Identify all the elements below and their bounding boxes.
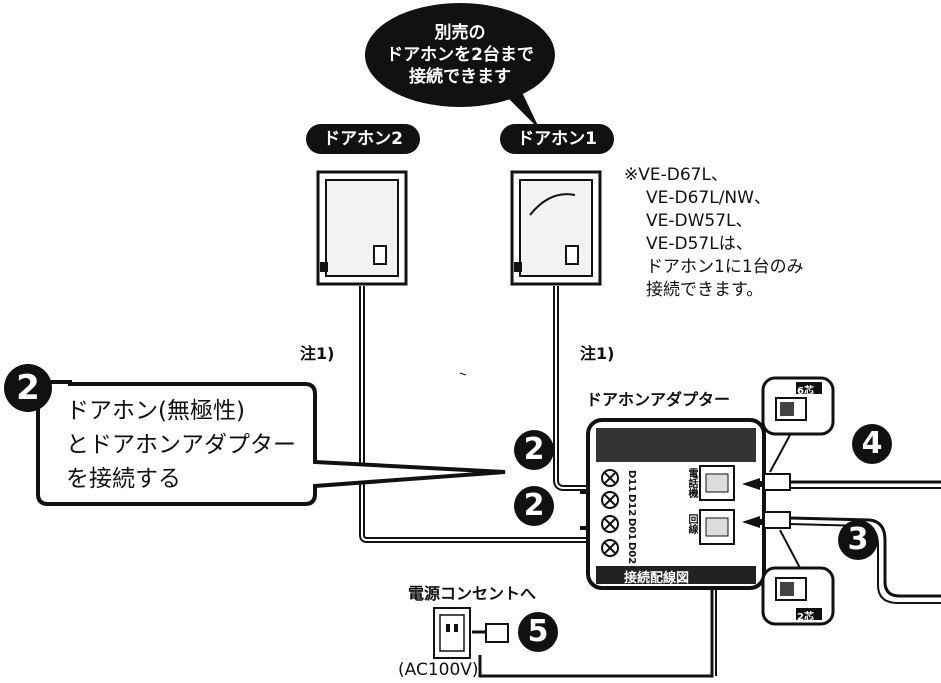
marker-2-lower: 2 [514, 486, 554, 526]
wire-note-left: 注1) [300, 344, 335, 363]
step2-number: 2 [4, 364, 52, 412]
doorphone-2-label: ドアホン2 [306, 124, 420, 154]
terminal-d02: D02 [626, 542, 637, 565]
note-line-3: VE-DW57L、 [646, 211, 753, 231]
doorphone-1-unit [510, 170, 602, 286]
step2-line-3: を接続する [66, 466, 181, 492]
wall-outlet [433, 607, 509, 659]
speech-bubble [365, 3, 555, 107]
plug-tag-6: 6芯 [797, 386, 814, 397]
marker-4: 4 [852, 424, 892, 464]
marker-5: 5 [518, 612, 558, 652]
note-line-1: ※VE-D67L、 [624, 165, 728, 185]
adapter-label: ドアホンアダプター [586, 390, 731, 409]
note-line-4: VE-D57Lは、 [646, 234, 753, 254]
plug-tag-2: 2芯 [797, 612, 814, 623]
doorphone-1-label: ドアホン1 [500, 124, 614, 154]
compatibility-note: ※VE-D67L、 VE-D67L/NW、 VE-DW57L、 VE-D57Lは… [624, 164, 804, 302]
speech-bubble-tail [505, 88, 540, 130]
bubble-line-1: 別売の [434, 23, 486, 43]
bubble-text: 別売の ドアホンを2台まで 接続できます [370, 22, 550, 88]
jack-label-phone: 電話機 [686, 468, 697, 498]
jack-label-line: 回線 [686, 514, 697, 534]
wire-note-right: 注1) [580, 344, 615, 363]
outlet-heading: 電源コンセントへ [408, 584, 537, 603]
step2-line-2: とドアホンアダプター [66, 432, 296, 458]
plug-detail-2 [761, 529, 835, 626]
marker-2-upper: 2 [514, 430, 554, 470]
note-line-5: ドアホン1に1台のみ [646, 257, 804, 277]
adapter-body [478, 418, 766, 678]
note-line-2: VE-D67L/NW、 [646, 188, 771, 208]
step2-instruction: ドアホン(無極性) とドアホンアダプター を接続する [66, 394, 296, 496]
step2-line-1: ドアホン(無極性) [66, 398, 245, 424]
terminal-d01: D01 [626, 518, 637, 541]
terminal-d12: D12 [626, 494, 637, 517]
outlet-voltage: (AC100V) [398, 660, 479, 680]
bubble-line-3: 接続できます [409, 67, 511, 87]
step2-callout [36, 380, 506, 506]
adapter-bottom-label: 接続配線図 [624, 571, 690, 586]
doorphone-2-unit [316, 170, 408, 286]
bubble-line-2: ドアホンを2台まで [386, 45, 534, 65]
plug-detail-6 [761, 376, 835, 473]
terminal-d11: D11 [626, 470, 637, 493]
marker-3: 3 [838, 520, 878, 560]
note-line-6: 接続できます。 [646, 280, 764, 300]
doorphone-wires [359, 286, 600, 543]
